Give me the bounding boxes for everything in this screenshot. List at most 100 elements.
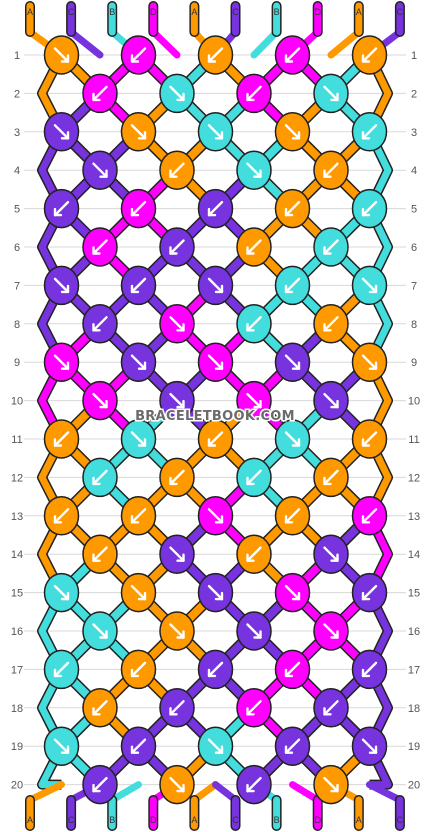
arrow-down-left-icon — [361, 124, 378, 140]
arrow-head-icon — [361, 207, 371, 217]
arrow-down-right-icon — [92, 623, 108, 639]
arrow-down-right-icon — [361, 738, 378, 754]
arrow-head-icon — [169, 707, 178, 716]
knot — [351, 112, 388, 152]
arrow-down-left-icon — [130, 661, 147, 678]
arrow-head-icon — [207, 54, 217, 63]
strand-label-top: C — [397, 7, 404, 17]
knot — [159, 227, 195, 267]
knot-grid — [43, 35, 388, 805]
arrow-head-icon — [176, 92, 185, 102]
arrow-down-right-icon — [323, 546, 339, 562]
arrow-head-icon — [214, 745, 224, 754]
arrow-head-icon — [207, 668, 217, 678]
arrow-head-icon — [60, 591, 70, 601]
arrow-down-left-icon — [130, 200, 147, 217]
knot — [159, 764, 195, 805]
arrow-head-icon — [368, 361, 378, 370]
knot — [120, 35, 157, 75]
knot — [82, 227, 118, 267]
row-number-right: 7 — [411, 280, 417, 292]
arrow-head-icon — [368, 745, 378, 754]
knot — [120, 188, 157, 229]
arrow-head-icon — [130, 745, 140, 754]
strand-label-top: C — [68, 7, 75, 17]
row-number-right: 4 — [411, 165, 417, 177]
knot — [43, 496, 80, 536]
knot — [274, 496, 311, 536]
strand-label-top: A — [27, 7, 33, 17]
row-number-right: 9 — [411, 357, 417, 369]
knot — [120, 572, 157, 613]
row-number-left: 6 — [14, 242, 20, 254]
arrow-down-left-icon — [92, 700, 108, 716]
knot — [120, 726, 157, 766]
knot — [159, 534, 195, 574]
arrow-down-left-icon — [246, 700, 262, 716]
row-number-left: 10 — [11, 396, 23, 408]
arrow-down-left-icon — [246, 546, 262, 562]
strand-label-bottom: B — [109, 815, 115, 825]
row-number-left: 14 — [11, 549, 23, 561]
knot — [82, 304, 118, 344]
arrow-down-left-icon — [284, 47, 301, 63]
row-number-left: 5 — [14, 204, 20, 216]
knot — [43, 572, 80, 613]
arrow-down-right-icon — [284, 354, 301, 370]
arrow-down-left-icon — [169, 162, 185, 178]
arrow-down-right-icon — [53, 277, 70, 294]
arrow-head-icon — [92, 246, 101, 255]
arrow-head-icon — [246, 707, 255, 716]
knot — [236, 73, 272, 114]
row-number-left: 16 — [11, 626, 23, 638]
knot — [43, 419, 80, 459]
arrow-head-icon — [361, 668, 371, 678]
arrow-down-right-icon — [53, 124, 70, 140]
arrow-down-right-icon — [207, 508, 224, 524]
knot — [274, 419, 311, 459]
arrow-head-icon — [291, 591, 301, 601]
strand-label-top: B — [274, 7, 280, 17]
arrow-head-icon — [246, 323, 255, 332]
row-number-left: 20 — [11, 780, 23, 792]
arrow-head-icon — [207, 438, 217, 447]
arrow-down-right-icon — [169, 316, 185, 332]
arrow-down-left-icon — [207, 661, 224, 678]
row-number-right: 6 — [411, 242, 417, 254]
arrow-down-right-icon — [361, 354, 378, 370]
row-number-right: 2 — [411, 88, 417, 100]
knot — [120, 112, 157, 152]
arrow-head-icon — [169, 246, 178, 255]
arrow-down-right-icon — [284, 431, 301, 447]
row-number-right: 5 — [411, 204, 417, 216]
arrow-down-left-icon — [284, 661, 301, 678]
arrow-down-left-icon — [207, 200, 224, 217]
arrow-head-icon — [361, 438, 371, 447]
strand-label-bottom: A — [356, 815, 362, 825]
arrow-down-left-icon — [361, 508, 378, 524]
knot — [351, 265, 388, 306]
row-number-right: 1 — [411, 50, 417, 62]
knot — [82, 150, 118, 190]
strand-label-top: A — [191, 7, 197, 17]
strand-label-bottom: C — [397, 815, 404, 825]
arrow-head-icon — [130, 207, 140, 217]
knot — [274, 112, 311, 152]
knot — [351, 188, 388, 229]
arrow-head-icon — [60, 284, 70, 294]
knot — [43, 342, 80, 382]
row-number-right: 11 — [408, 434, 419, 446]
arrow-down-left-icon — [323, 162, 339, 178]
strand-tail-link — [108, 781, 142, 804]
arrow-head-icon — [214, 361, 224, 370]
arrow-head-icon — [53, 668, 63, 678]
arrow-down-right-icon — [130, 124, 147, 140]
arrow-head-icon — [207, 207, 217, 217]
row-number-left: 15 — [11, 588, 23, 600]
arrow-head-icon — [291, 438, 301, 447]
knot — [274, 265, 311, 306]
watermark-text: BRACELETBOOK.COM — [135, 409, 295, 424]
arrow-head-icon — [330, 630, 339, 639]
